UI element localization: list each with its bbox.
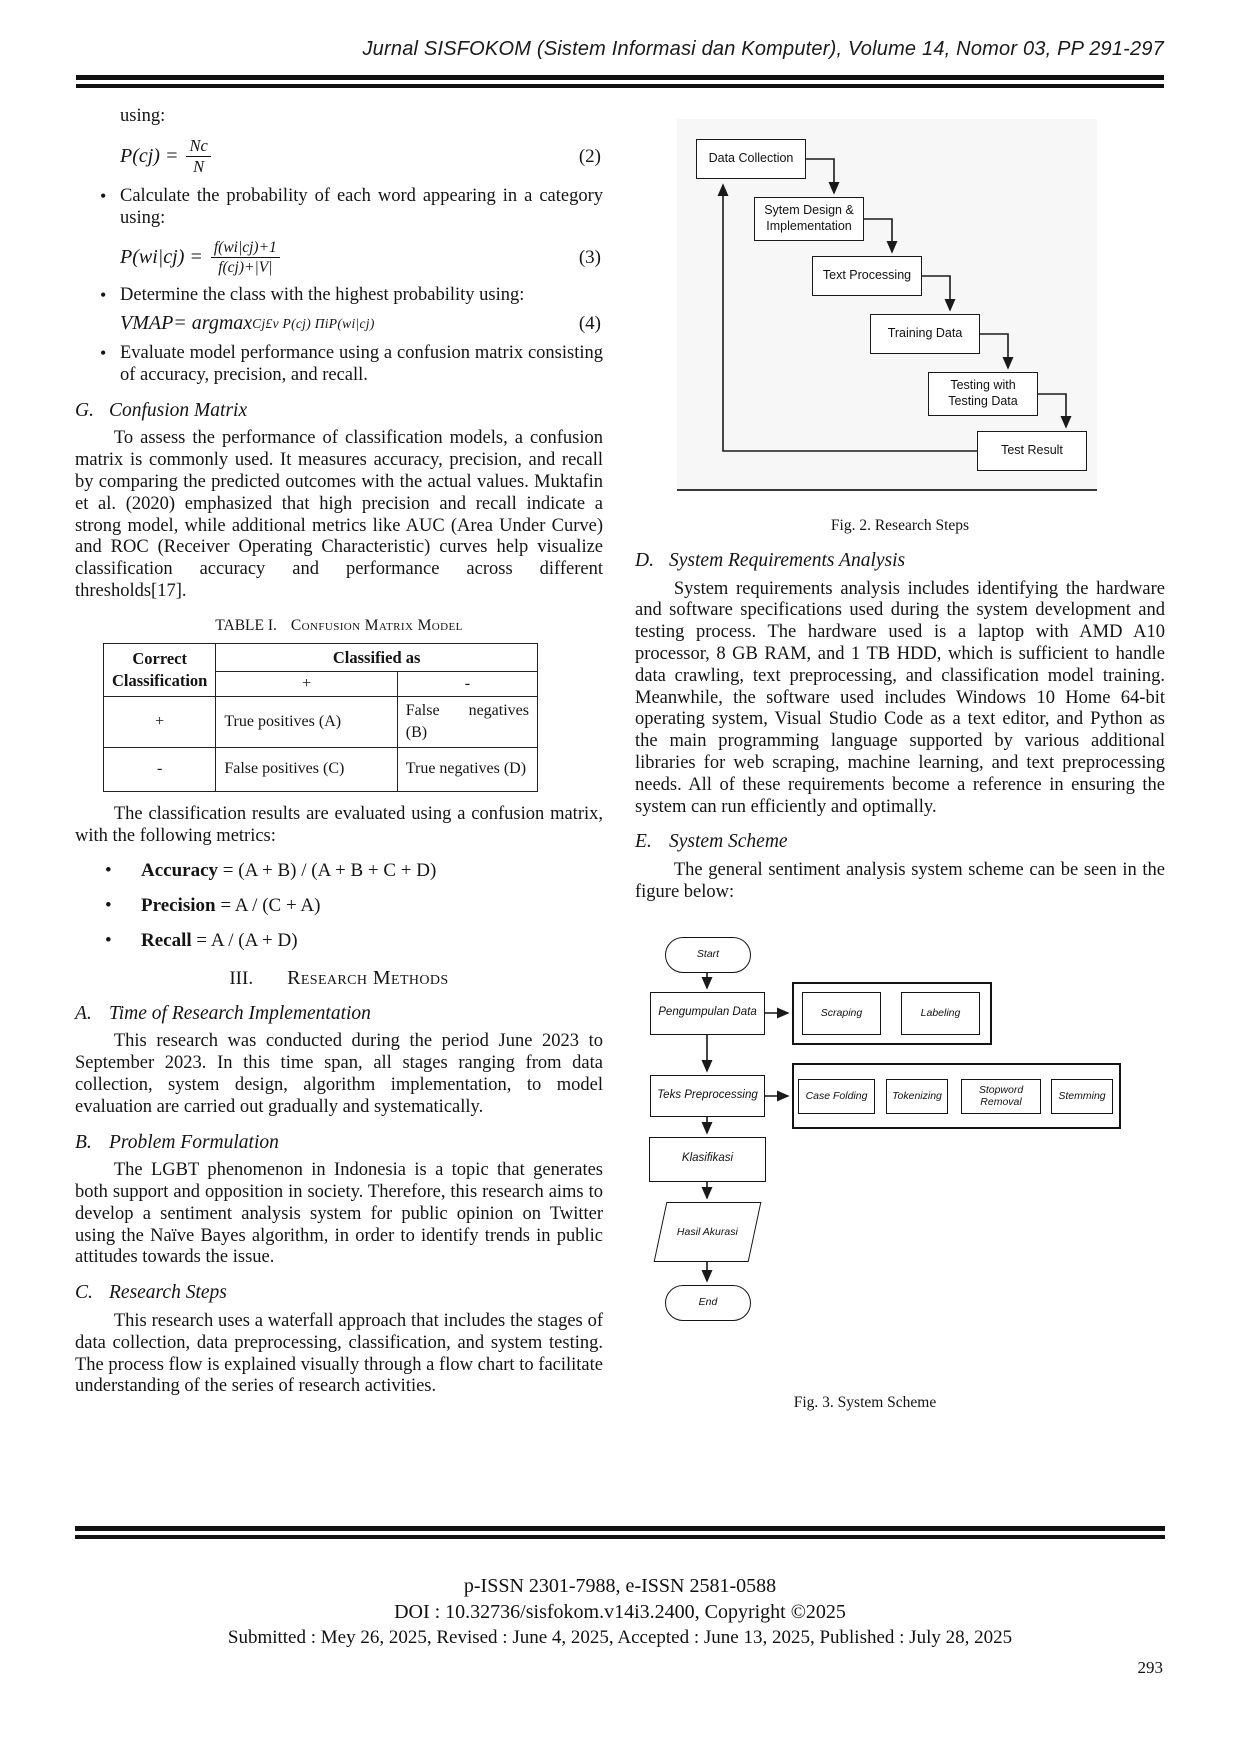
footer-dates-line: Submitted : Mey 26, 2025, Revised : June… [227,1627,1013,1648]
fig2-connector-arrows [717,158,1072,452]
header-double-rule [76,75,1164,88]
bullet-evaluate: • Evaluate model performance using a con… [100,342,603,385]
span-header-cell: Classified as [215,642,538,673]
bullet-marker: • [100,186,107,207]
fig3-caption: Fig. 3. System Scheme [793,1393,937,1411]
page-header: Jurnal SISFOKOM (Sistem Informasi dan Ko… [0,0,1240,88]
fig2-box-text-processing: Text Processing [812,256,922,296]
true-negatives-cell: True negatives (D) [396,746,539,792]
equation-3: P(wi|cj) = f(wi|cj)+1 f(cj)+|V| (3) [120,238,603,278]
footer-double-rule [75,1526,1165,1539]
eq2-number: (2) [578,146,601,168]
minus-column-header: - [396,671,539,698]
row-label-cell: - [102,746,217,792]
section-b-paragraph: The LGBT phenomenon in Indonesia is a to… [75,1160,603,1268]
section-a-paragraph: This research was conducted during the p… [75,1031,603,1117]
fig3-start-node: Start [665,936,751,973]
after-table-paragraph: The classification results are evaluated… [75,803,603,846]
section-d-paragraph: System requirements analysis includes id… [635,578,1165,817]
section-heading-iii: III.Research Methods [229,966,449,989]
footer-issn-line: p-ISSN 2301-7988, e-ISSN 2581-0588 [463,1575,777,1597]
eq2-lhs: P(cj) = [120,145,179,168]
fig2-box-training-data: Training Data [870,314,980,354]
false-positives-cell: False positives (C) [215,746,398,792]
figure-2-research-steps: Data Collection Sytem Design & Implement… [677,119,1097,491]
eq2-fraction: Nc N [186,136,211,178]
bullet-marker: • [105,860,112,882]
fig3-labeling-node: Labeling [901,991,980,1035]
bullet-marker: • [105,895,112,917]
row-label-cell: + [102,696,217,748]
section-c-paragraph: This research uses a waterfall approach … [75,1311,603,1397]
bullet-marker: • [100,342,107,363]
fig2-caption: Fig. 2. Research Steps [830,517,970,534]
footer-doi-line: DOI : 10.32736/sisfokom.v14i3.2400, Copy… [394,1601,846,1623]
equation-2: P(cj) = Nc N (2) [120,136,603,178]
table-row: + True positives (A) False negatives (B) [102,696,539,748]
fig3-accuracy-result-node: Hasil Akurasi [653,1201,762,1262]
fig2-box-data-collection: Data Collection [696,139,806,179]
bullet-determine: • Determine the class with the highest p… [100,285,525,306]
fig3-preprocessing-node: Teks Preprocessing [650,1074,765,1117]
section-heading-d: D. System Requirements Analysis [635,549,906,571]
corner-header-cell: Correct Classification [102,642,217,698]
fig3-stopword-removal-node: Stopword Removal [961,1078,1041,1114]
bullet-calculate: • Calculate the probability of each word… [100,186,603,228]
fig3-end-node: End [665,1284,751,1321]
left-column: using: P(cj) = Nc N (2) • Calculate the … [75,106,603,1414]
eq4-subscript: Cj£v P(cj) ΠiP(wi|cj) [252,316,375,332]
metric-precision: • Precision = A / (C + A) [105,895,321,917]
fig2-box-testing-data: Testing with Testing Data [928,372,1038,416]
fig3-classification-node: Klasifikasi [649,1136,766,1182]
metric-recall: • Recall = A / (A + D) [105,929,298,951]
true-positives-cell: True positives (A) [215,696,398,748]
eq3-number: (3) [578,246,601,268]
two-column-body: using: P(cj) = Nc N (2) • Calculate the … [0,88,1240,1414]
section-heading-b: B. Problem Formulation [75,1131,279,1153]
using-label: using: [120,106,166,126]
section-heading-c: C. Research Steps [75,1282,227,1304]
page-number: 293 [1137,1658,1164,1677]
figure-3-system-scheme: Start Pengumpulan Data Scraping Labeling… [635,932,1165,1368]
bullet-marker: • [105,929,112,951]
fig3-data-collection-node: Pengumpulan Data [650,991,765,1035]
fig3-scraping-node: Scraping [802,991,881,1035]
fig2-box-system-design: Sytem Design & Implementation [754,197,864,241]
section-g-paragraph: To assess the performance of classificat… [75,428,603,601]
metric-accuracy: • Accuracy = (A + B) / (A + B + C + D) [105,860,437,882]
fig2-box-test-result: Test Result [977,431,1087,471]
table-row: - False positives (C) True negatives (D) [102,746,539,792]
page-footer: p-ISSN 2301-7988, e-ISSN 2581-0588 DOI :… [0,1512,1240,1678]
bullet-marker: • [100,285,107,306]
section-heading-a: A. Time of Research Implementation [75,1002,371,1024]
eq3-fraction: f(wi|cj)+1 f(cj)+|V| [210,238,280,278]
false-negatives-cell: False negatives (B) [396,696,539,748]
fig3-case-folding-node: Case Folding [798,1078,875,1114]
fig3-stemming-node: Stemming [1051,1078,1113,1114]
table-caption: TABLE I.Confusion Matrix Model [215,616,463,634]
eq3-lhs: P(wi|cj) = [120,245,203,268]
fig3-tokenizing-node: Tokenizing [886,1078,948,1114]
eq4-main: VMAP= argmax [120,312,253,335]
confusion-matrix-table: Correct Classification Classified as + -… [102,642,539,792]
section-heading-e: E. System Scheme [635,831,788,853]
table-header-row: Correct Classification Classified as [102,642,538,698]
right-column: Data Collection Sytem Design & Implement… [635,106,1165,1414]
eq4-number: (4) [578,313,601,335]
journal-title-line: Jurnal SISFOKOM (Sistem Informasi dan Ko… [362,38,1164,60]
section-heading-g: G. Confusion Matrix [75,399,248,421]
plus-column-header: + [215,671,398,698]
section-e-paragraph: The general sentiment analysis system sc… [635,860,1165,902]
